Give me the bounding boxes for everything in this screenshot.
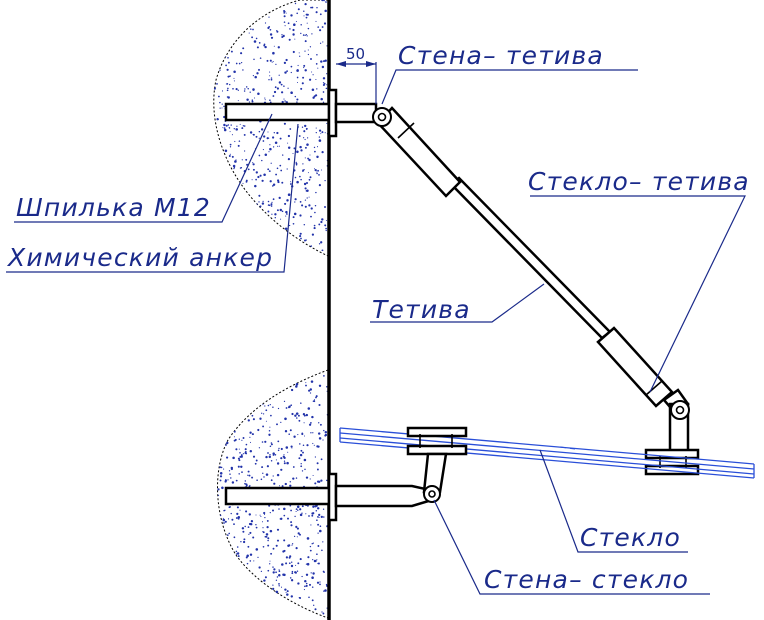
label-stud: Шпилька М12 [16, 193, 211, 222]
dimension-value: 50 [346, 45, 365, 63]
leaders [6, 69, 746, 595]
label-glass-rod: Стекло– тетива [528, 167, 750, 196]
dimension-50: 50 [336, 45, 377, 104]
glass-fitting-left [406, 426, 468, 503]
tension-rod-assembly [376, 106, 690, 416]
label-glass: Стекло [580, 523, 681, 552]
upper-hinge-pin [372, 107, 392, 127]
label-wall-rod: Стена– тетива [398, 41, 604, 70]
glass-fitting-right [644, 400, 700, 476]
concrete-section-upper [213, 0, 329, 257]
upper-stud-anchor [224, 88, 378, 138]
label-anchor: Химический анкер [6, 243, 273, 272]
lower-stud-anchor [224, 472, 434, 522]
label-wall-glass: Стена– стекло [484, 565, 689, 594]
label-rod: Тетива [372, 295, 471, 324]
